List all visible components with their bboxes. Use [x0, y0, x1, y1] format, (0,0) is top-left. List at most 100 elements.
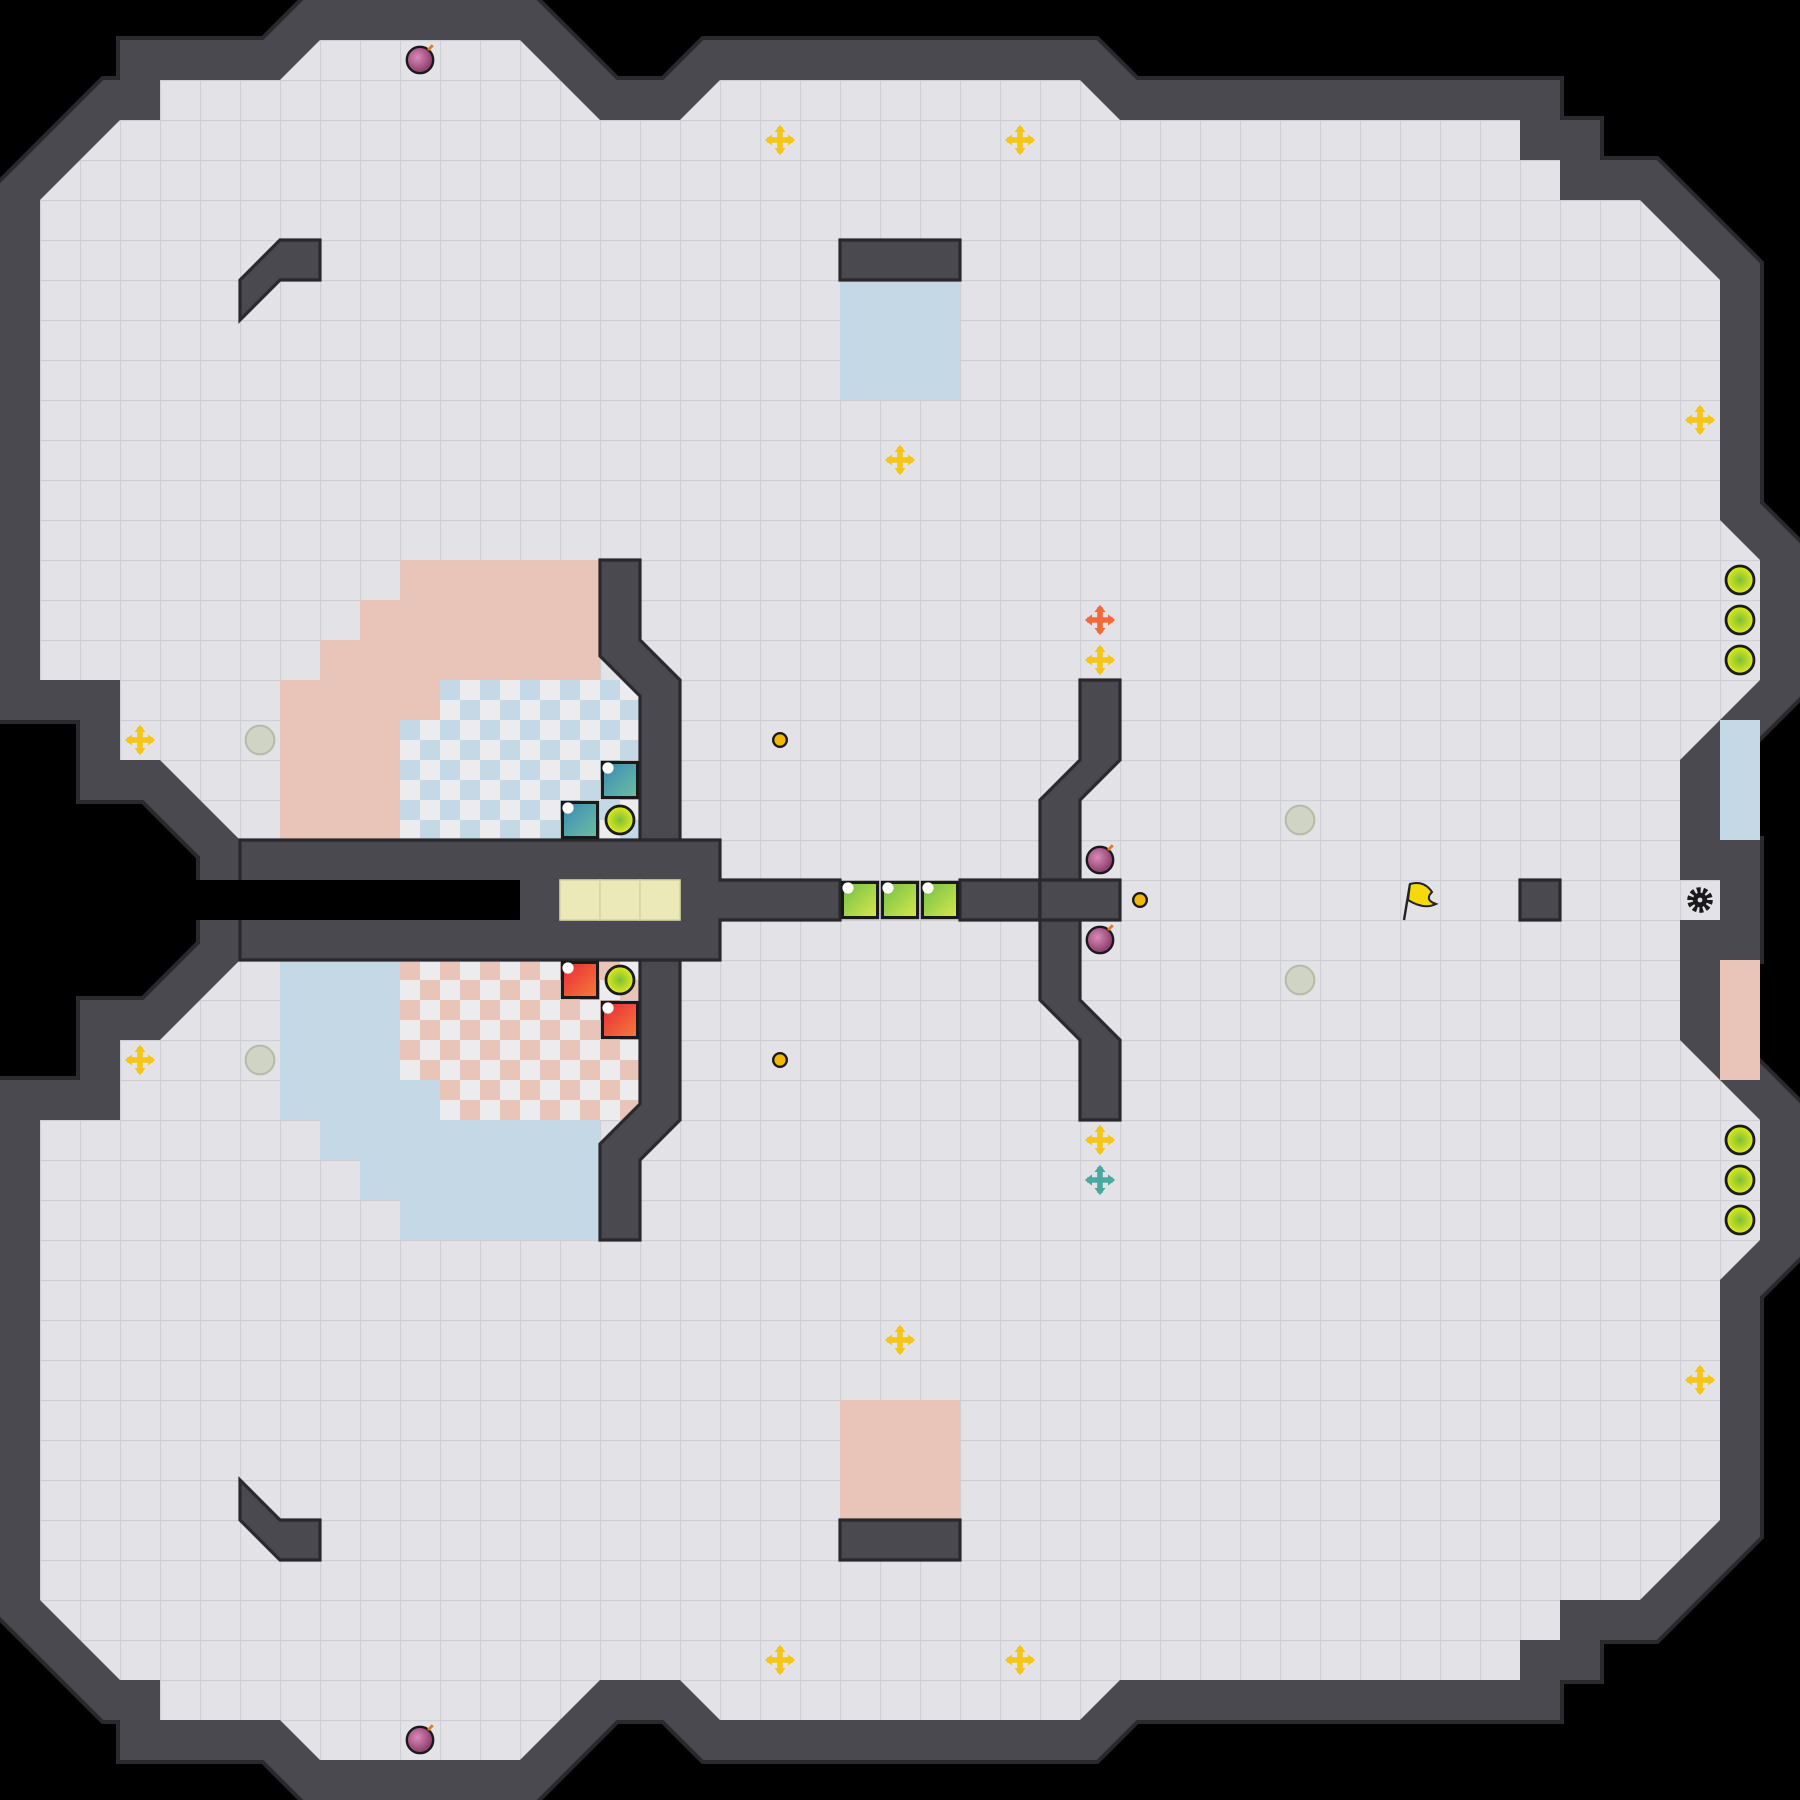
boost-icon: [884, 1324, 916, 1356]
boost-icon: [1084, 644, 1116, 676]
boost-arrow: [1084, 614, 1092, 626]
boost-arrow: [1094, 1188, 1106, 1196]
boost-arrow: [1094, 604, 1106, 612]
gear-teeth: [1687, 887, 1713, 913]
boost-arrow: [134, 1068, 146, 1076]
blue-checker-tile: [440, 680, 640, 720]
spawn-marker-icon: [1284, 804, 1316, 836]
box-shine: [602, 762, 614, 774]
boost-arrow: [774, 124, 786, 132]
blue-pocket-tile: [1720, 720, 1760, 840]
boost-arrow: [774, 148, 786, 156]
bomb-fuse: [427, 44, 434, 51]
bomb-fuse: [427, 1724, 434, 1731]
boost-arrow: [1694, 428, 1706, 436]
bomb-icon: [405, 1724, 435, 1755]
gate-shine: [842, 882, 854, 894]
boost-arrow: [1108, 1174, 1116, 1186]
boost-arrow: [1004, 1654, 1012, 1666]
blue-zone-tile: [280, 1040, 400, 1080]
block-wall: [838, 1518, 962, 1562]
black-channel: [1764, 880, 1800, 920]
block-wall: [838, 238, 962, 282]
bomb-body: [1085, 925, 1115, 955]
boost-arrow: [134, 1044, 146, 1052]
blue-checker-tile: [400, 760, 640, 800]
boost-arrow: [884, 454, 892, 466]
red-pocket-tile: [1720, 960, 1760, 1080]
boost-arrow: [134, 724, 146, 732]
boost-arrow: [1694, 1388, 1706, 1396]
boost-arrow: [1028, 134, 1036, 146]
boost-arrow: [1094, 644, 1106, 652]
powerup-icon: [1724, 1204, 1756, 1236]
flag-cloth: [1406, 882, 1439, 908]
spawn-marker-icon: [244, 724, 276, 756]
portal-icon: [1131, 891, 1148, 908]
block-wall: [1518, 878, 1562, 922]
blue-zone-tile: [360, 1160, 600, 1200]
boost-arrow: [1014, 124, 1026, 132]
portal-icon: [771, 731, 788, 748]
bomb-icon: [1085, 844, 1115, 875]
bomb-icon: [1085, 924, 1115, 955]
corner-wall: [238, 238, 322, 324]
bomb-body: [405, 1725, 435, 1755]
powerup-icon: [604, 804, 636, 836]
boost-arrow: [124, 734, 132, 746]
yellow-tile: [599, 879, 641, 921]
boost-arrow: [1684, 414, 1692, 426]
red-zone-tile: [400, 560, 600, 600]
boost-arrow: [894, 444, 906, 452]
bomb-icon: [405, 44, 435, 75]
boost-arrow: [894, 1348, 906, 1356]
boost-icon: [1004, 124, 1036, 156]
blue-boost-icon: [1084, 1164, 1116, 1196]
boost-arrow: [908, 1334, 916, 1346]
floor-tiles: [280, 280, 1760, 1520]
boost-arrow: [1094, 1148, 1106, 1156]
red-zone-tile: [840, 1400, 960, 1520]
gate-tile-fill: [840, 880, 880, 920]
boost-arrow: [764, 134, 772, 146]
boost-icon: [124, 1044, 156, 1076]
red-zone-tile: [280, 760, 400, 800]
red-team-boost-tile: [600, 1000, 640, 1040]
box-shine: [562, 802, 574, 814]
red-team-boost-tile: [560, 960, 600, 1000]
boost-arrow: [1094, 668, 1106, 676]
boost-icon: [1004, 1644, 1036, 1676]
boost-icon: [764, 1644, 796, 1676]
black-channel: [0, 880, 520, 920]
bomb-fuse: [1107, 844, 1114, 851]
spawn-marker-icon: [1284, 964, 1316, 996]
blue-zone-tile: [280, 1080, 440, 1120]
box-shine: [562, 962, 574, 974]
boost-arrow: [1084, 1174, 1092, 1186]
boost-arrow: [1028, 1654, 1036, 1666]
yellow-tile: [559, 879, 601, 921]
boost-arrow: [884, 1334, 892, 1346]
corner-wall: [238, 1476, 322, 1562]
boost-arrow: [1094, 628, 1106, 636]
boost-icon: [124, 724, 156, 756]
powerup-icon: [1724, 644, 1756, 676]
boost-icon: [1084, 1124, 1116, 1156]
boost-arrow: [764, 1654, 772, 1666]
powerup-icon: [1724, 1124, 1756, 1156]
blue-checker-tile: [400, 800, 640, 840]
red-checker-tile: [400, 960, 640, 1000]
boost-arrow: [1708, 414, 1716, 426]
gate-tile: [840, 880, 880, 920]
boost-arrow: [1684, 1374, 1692, 1386]
inner-walls: [0, 238, 1800, 1562]
box-shine: [602, 1002, 614, 1014]
boost-arrow: [1694, 404, 1706, 412]
blue-zone-tile: [320, 1120, 600, 1160]
powerup-icon: [1724, 604, 1756, 636]
gate-tile-fill: [920, 880, 960, 920]
powerup-icon: [604, 964, 636, 996]
boost-arrow: [894, 468, 906, 476]
boost-arrow: [788, 134, 796, 146]
